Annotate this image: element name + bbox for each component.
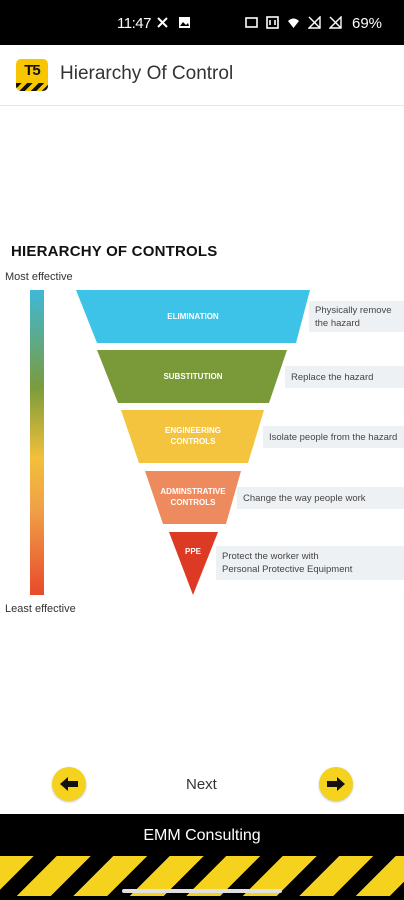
diagram-title: HIERARCHY OF CONTROLS bbox=[11, 243, 218, 260]
funnel-tier-1 bbox=[76, 290, 310, 343]
image-icon bbox=[179, 17, 190, 28]
arrow-left-icon bbox=[60, 777, 78, 791]
wifi-icon bbox=[288, 18, 299, 28]
page-title: Hierarchy Of Control bbox=[60, 63, 234, 84]
funnel-tier-label: SUBSTITUTION bbox=[163, 371, 223, 381]
effectiveness-gradient-bar bbox=[30, 290, 44, 595]
most-effective-label: Most effective bbox=[5, 271, 73, 283]
status-bar: 11:47 69% bbox=[0, 0, 404, 45]
funnel-tier-4 bbox=[145, 471, 241, 524]
notification-icon bbox=[157, 17, 168, 28]
funnel-tier-3 bbox=[121, 410, 264, 463]
funnel-tier-5 bbox=[169, 532, 218, 595]
funnel-tier-description: Replace the hazard bbox=[285, 366, 404, 388]
vibrate-icon bbox=[245, 17, 258, 28]
least-effective-label: Least effective bbox=[5, 603, 76, 615]
next-label[interactable]: Next bbox=[186, 776, 217, 793]
logo-hazard-stripe bbox=[16, 83, 48, 91]
battery-level: 69% bbox=[352, 15, 383, 32]
app-logo: T5 bbox=[16, 59, 48, 91]
funnel-tier-label: PPE bbox=[184, 546, 201, 556]
funnel-tier-description: Change the way people work bbox=[237, 487, 404, 509]
funnel-tier-2 bbox=[97, 350, 287, 403]
app-bar: T5 Hierarchy Of Control bbox=[0, 45, 404, 106]
signal-icon bbox=[308, 16, 321, 29]
nfc-icon bbox=[266, 16, 279, 29]
status-time: 11:47 bbox=[117, 15, 151, 32]
arrow-right-icon bbox=[327, 777, 345, 791]
footer: EMM Consulting bbox=[0, 814, 404, 900]
logo-text: T5 bbox=[24, 62, 41, 79]
footer-company-name: EMM Consulting bbox=[143, 827, 261, 844]
next-button[interactable] bbox=[319, 767, 353, 801]
funnel-tier-description: Isolate people from the hazard bbox=[263, 426, 404, 448]
home-indicator[interactable] bbox=[122, 889, 282, 893]
back-button[interactable] bbox=[52, 767, 86, 801]
signal-icon-2 bbox=[329, 16, 342, 29]
funnel-tier-label: ELIMINATION bbox=[167, 311, 219, 321]
